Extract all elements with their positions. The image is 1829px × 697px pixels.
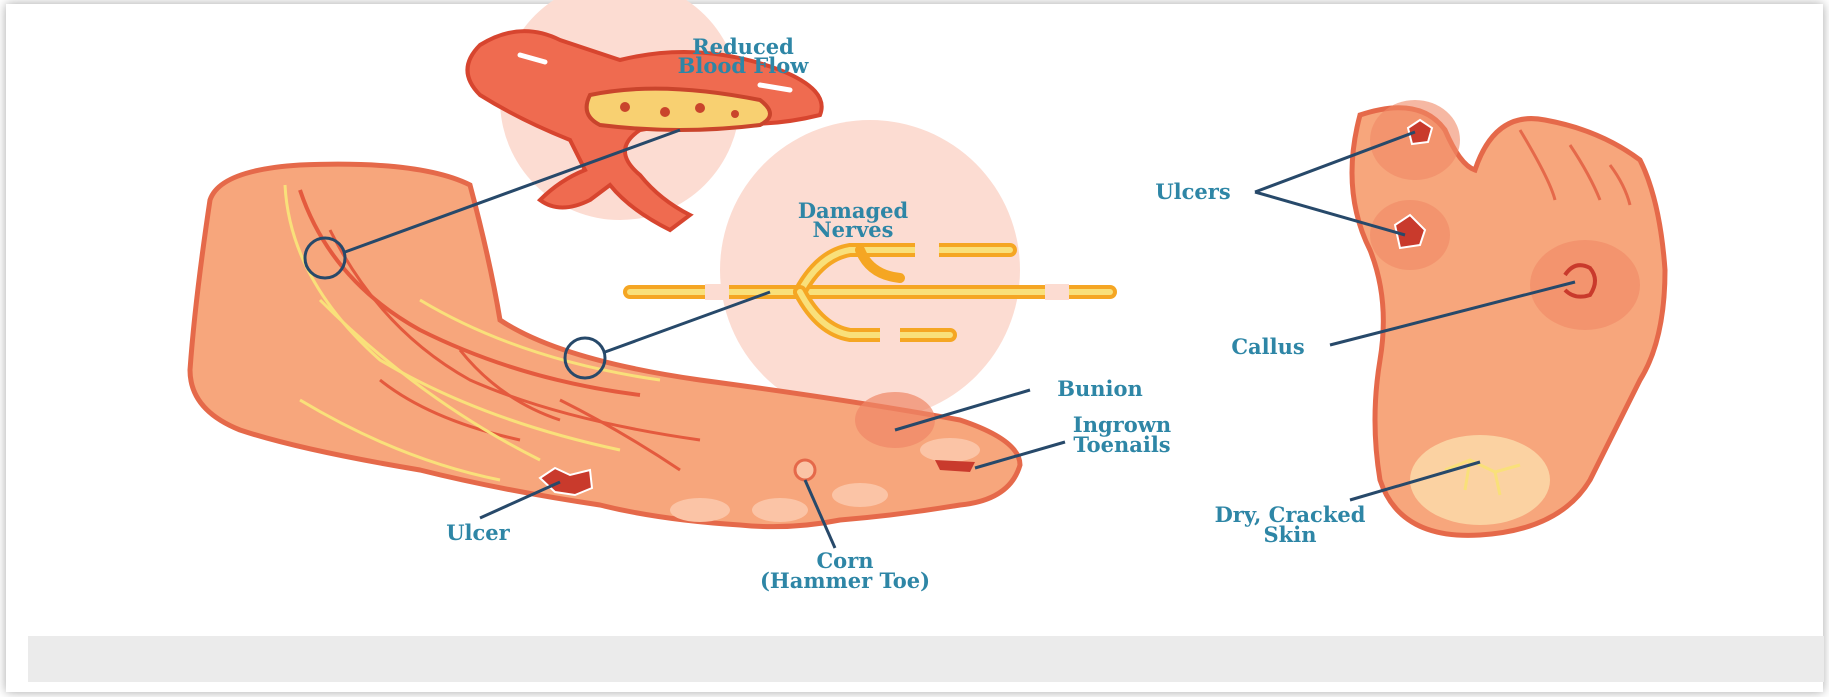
dry-cracked-skin-label-2: Skin xyxy=(1264,522,1317,547)
caption-bar xyxy=(28,636,1824,682)
reduced-blood-flow-label-2: Blood Flow xyxy=(678,53,810,78)
ulcer-label: Ulcer xyxy=(446,520,510,545)
callus-label: Callus xyxy=(1231,334,1304,359)
ingrown-toenails-label-2: Toenails xyxy=(1073,432,1170,457)
damaged-nerves-label-2: Nerves xyxy=(812,217,893,242)
ulcers-label: Ulcers xyxy=(1155,179,1230,204)
bunion-label: Bunion xyxy=(1057,376,1143,401)
sole-view-foot xyxy=(1352,100,1665,535)
hammer-toe-label: (Hammer Toe) xyxy=(760,568,930,593)
